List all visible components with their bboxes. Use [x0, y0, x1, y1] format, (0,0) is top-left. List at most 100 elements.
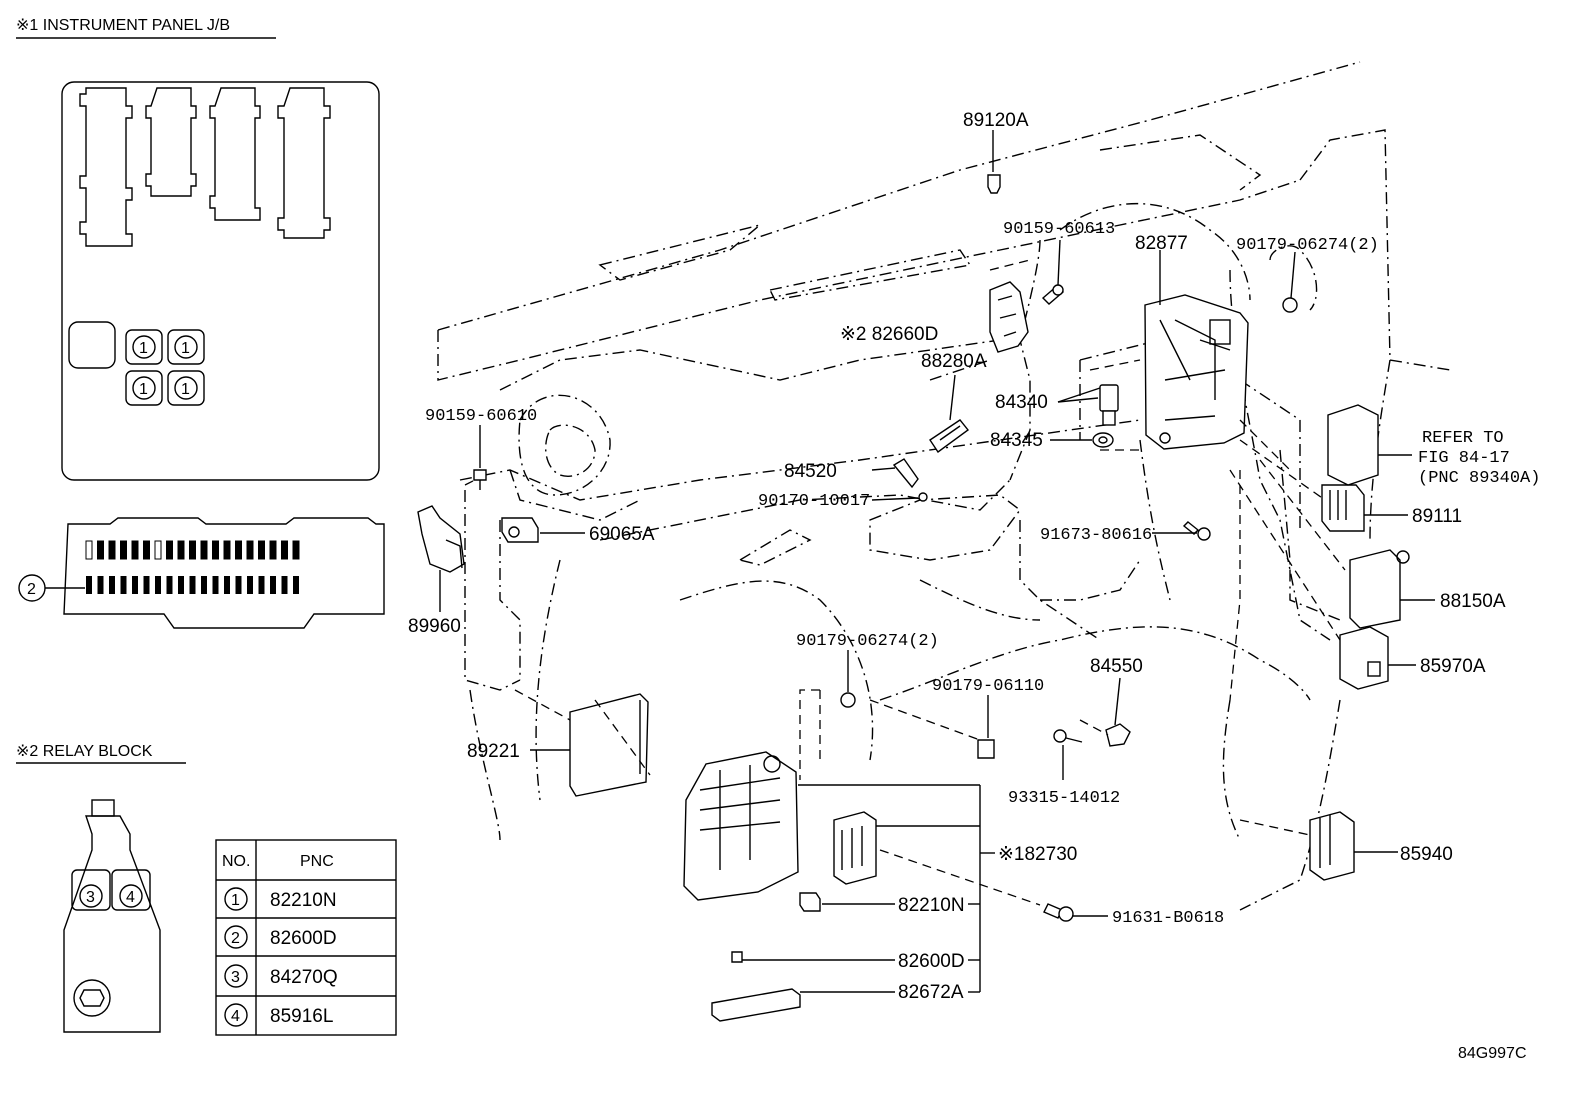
table-row-pnc: 84270Q: [270, 967, 338, 988]
label-89221: 89221: [467, 741, 520, 762]
label-88150A: 88150A: [1440, 591, 1506, 612]
part-82730-block-icon: [833, 811, 877, 885]
fuse-slot: [97, 576, 104, 594]
label-84520: 84520: [784, 461, 837, 482]
fuse-slot: [109, 576, 115, 594]
part-85940-icon: [1309, 811, 1355, 881]
label-91673-80616: 91673-80616: [1040, 526, 1152, 545]
jb-relay-slot: 1: [125, 370, 163, 406]
fuse-slot: [270, 576, 276, 594]
table-row-pnc: 82210N: [270, 890, 337, 911]
fuse-slot: [258, 576, 265, 594]
label-85940: 85940: [1400, 844, 1453, 865]
label-82210N: 82210N: [898, 895, 965, 916]
label-89120A: 89120A: [963, 110, 1029, 131]
label-69065A: 69065A: [589, 524, 655, 545]
fuse-slot: [189, 576, 196, 594]
callout-4: 4: [126, 889, 135, 906]
fuse-slot: [155, 576, 161, 594]
callout-1d: 1: [181, 381, 190, 398]
label-refer-2: FIG 84-17: [1418, 449, 1510, 468]
fuse-slot: [212, 540, 219, 560]
jb-title: ※1 INSTRUMENT PANEL J/B: [16, 17, 230, 34]
part-82672A-icon: [711, 988, 801, 1022]
fuse-slot: [143, 576, 150, 594]
label-refer-3: (PNC 89340A): [1418, 469, 1540, 488]
instrument-panel-outline: [437, 61, 1451, 911]
fuse-slot: [223, 540, 231, 560]
fuse-slot: [224, 576, 230, 594]
fuse-slot: [235, 540, 242, 560]
bolt-90159-60610-icon: [473, 469, 487, 490]
part-82600D-icon: [731, 951, 743, 963]
part-84520-icon: [892, 458, 919, 489]
fuse-slot: [97, 540, 104, 560]
part-89221-icon: [569, 693, 649, 797]
bolt-91631-B0618-icon: [1043, 903, 1074, 922]
label-90179-06274-top: 90179-06274(2): [1236, 236, 1379, 255]
table-header-pnc: PNC: [300, 853, 334, 870]
relay-title: ※2 RELAY BLOCK: [16, 743, 153, 760]
part-84340-icon: [1099, 384, 1119, 426]
fuse-slot: [132, 576, 138, 594]
jb-relay-slot: 1: [125, 329, 163, 365]
label-90159-60610: 90159-60610: [425, 407, 537, 426]
fuse-slot: [201, 576, 207, 594]
part-84345-icon: [1092, 432, 1114, 448]
bolt-93315-14012-icon: [1053, 729, 1083, 743]
fuse-slot: [212, 576, 219, 594]
fuse-slot: [293, 576, 299, 594]
label-90159-60613: 90159-60613: [1003, 220, 1115, 239]
fuse-slot: [292, 540, 300, 560]
part-82210N-icon: [799, 892, 821, 912]
part-89120A-icon: [987, 174, 1001, 194]
table-row-no: 4: [231, 1008, 240, 1025]
fuse-slot: [143, 540, 150, 560]
fuse-slot: [166, 540, 173, 560]
fuse-slot: [200, 540, 208, 560]
jb-relay-slot: 1: [167, 329, 205, 365]
callout-1a: 1: [139, 340, 148, 357]
label-89960: 89960: [408, 616, 461, 637]
label-82672A: 82672A: [898, 982, 964, 1003]
part-90179-06110-icon: [977, 739, 995, 759]
fuse-slot: [120, 540, 127, 560]
fuse-slot: [269, 540, 277, 560]
fuse-slot: [235, 576, 242, 594]
fuse-slot: [131, 540, 139, 560]
fuse-slot: [177, 540, 185, 560]
fuse-slot: [85, 540, 93, 560]
fuse-slot: [258, 540, 265, 560]
callout-1b: 1: [181, 340, 190, 357]
part-82660D-icon: [989, 281, 1029, 353]
label-82600D: 82600D: [898, 951, 965, 972]
label-82877: 82877: [1135, 233, 1188, 254]
fuse-slot: [154, 540, 162, 560]
fuse-slot: [281, 576, 288, 594]
part-84550-icon: [1105, 723, 1131, 747]
jb-relay-slot: 1: [167, 370, 205, 406]
part-88150A-icon: [1349, 549, 1410, 629]
bolt-91673-80616-icon: [1182, 521, 1211, 541]
fuse-slot: [246, 540, 254, 560]
label-90179-06274-bottom: 90179-06274(2): [796, 632, 939, 651]
callout-3: 3: [86, 889, 95, 906]
label-refer-1: REFER TO: [1422, 429, 1504, 448]
bolt-90159-60613-icon: [1041, 284, 1065, 305]
label-84550: 84550: [1090, 656, 1143, 677]
fuse-slot: [108, 540, 116, 560]
label-93315-14012: 93315-14012: [1008, 789, 1120, 808]
label-89111: 89111: [1412, 506, 1462, 527]
fuse-slot: [247, 576, 253, 594]
fuse-slot: [86, 576, 92, 594]
fuse-slot: [178, 576, 184, 594]
table-row-no: 3: [231, 969, 240, 986]
fuse-slot: [281, 540, 288, 560]
table-row-no: 2: [231, 930, 240, 947]
relay-block: 3 4: [63, 799, 161, 1033]
label-91631-B0618: 91631-B0618: [1112, 909, 1224, 928]
fuse-slot: [166, 576, 173, 594]
label-90170-10017: 90170-10017: [758, 492, 870, 511]
label-85970A: 85970A: [1420, 656, 1486, 677]
